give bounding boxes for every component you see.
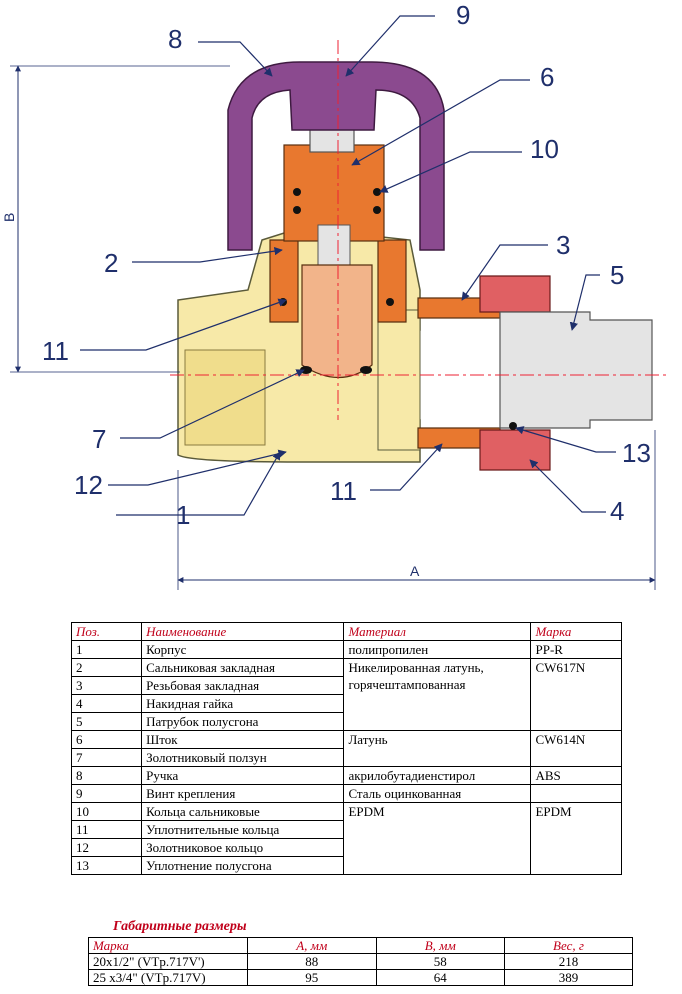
- callout-4: 4: [610, 496, 624, 526]
- callout-5: 5: [610, 260, 624, 290]
- grade-cell: PP-R: [530, 640, 622, 659]
- header-pos: Поз.: [70, 622, 143, 641]
- callout-8: 8: [168, 24, 182, 54]
- callout-11-bottom: 11: [330, 476, 357, 506]
- mark-cell: 25 x3/4" (VTp.717V): [88, 969, 248, 986]
- name-cell: Корпус: [141, 640, 345, 659]
- pos-cell: 11: [70, 820, 143, 839]
- table-row: 12 Золотниковое кольцо: [70, 838, 622, 857]
- pos-cell: 5: [70, 712, 143, 731]
- name-cell: Винт крепления: [141, 784, 345, 803]
- table-row: 8 Ручка акрилобутадиенстирол ABS: [70, 766, 622, 785]
- name-cell: Золотниковый ползун: [141, 748, 345, 767]
- spool-slide: [301, 264, 373, 378]
- header-weight: Вес, г: [504, 937, 633, 954]
- callout-2: 2: [104, 248, 118, 278]
- material-cell: полипропилен: [343, 640, 532, 659]
- dim-a-label: A: [410, 563, 420, 579]
- callout-3: 3: [556, 230, 570, 260]
- dimensions-table-header: Марка A, мм B, мм Вес, г: [88, 937, 633, 954]
- pos-cell: 8: [70, 766, 143, 785]
- grade-cell: ABS: [530, 766, 622, 785]
- a-cell: 88: [247, 953, 377, 970]
- pos-cell: 4: [70, 694, 143, 713]
- union-seal: [509, 422, 517, 430]
- callout-11-top: 11: [42, 336, 69, 366]
- union-tailpiece: [499, 311, 653, 429]
- dimensions-table: Марка A, мм B, мм Вес, г 20x1/2" (VTp.71…: [88, 937, 633, 986]
- mark-cell: 20x1/2" (VTp.717V'): [88, 953, 248, 970]
- leader-lines: [80, 15, 616, 516]
- b-cell: 58: [375, 953, 505, 970]
- material-cell: Сталь оцинкованная: [343, 784, 532, 803]
- weight-cell: 218: [504, 953, 633, 970]
- pos-cell: 7: [70, 748, 143, 767]
- grade-cell: EPDM: [530, 802, 622, 875]
- table-row: 2 Сальниковая закладная Никелированная л…: [70, 658, 622, 731]
- callout-6: 6: [540, 62, 554, 92]
- dimensions-title: Габаритные размеры: [113, 919, 247, 934]
- table-row: 7 Золотниковый ползун: [70, 748, 622, 767]
- callout-12: 12: [74, 470, 103, 500]
- grade-cell: CW614N: [530, 730, 622, 767]
- table-row: 25 x3/4" (VTp.717V) 95 64 389: [88, 969, 633, 986]
- table-row: 11 Уплотнительные кольца: [70, 820, 622, 839]
- material-cell: EPDM: [343, 802, 532, 875]
- grade-cell: [530, 784, 622, 803]
- name-cell: Резьбовая закладная: [141, 676, 345, 695]
- weight-cell: 389: [504, 969, 633, 986]
- table-row: 20x1/2" (VTp.717V') 88 58 218: [88, 953, 633, 970]
- valve-body-outlet: [377, 309, 421, 451]
- table-row: 1 Корпус полипропилен PP-R: [70, 640, 622, 659]
- name-cell: Ручка: [141, 766, 345, 785]
- table-row: 6 Шток Латунь CW614N: [70, 730, 622, 767]
- dim-b-label: B: [1, 213, 17, 222]
- table-row: 3 Резьбовая закладная: [70, 676, 622, 695]
- header-mark: Марка: [88, 937, 248, 954]
- name-cell: Шток: [141, 730, 345, 749]
- gland-rings: [293, 188, 381, 214]
- table-row: 10 Кольца сальниковые EPDM EPDM: [70, 802, 622, 875]
- valve-cross-section-diagram: B A 8 9 6 10 2 3 5 11 7 12 1 11 13 4: [1, 0, 670, 590]
- grade-cell: CW617N: [530, 658, 622, 731]
- callout-10: 10: [530, 134, 559, 164]
- header-grade: Марка: [530, 622, 622, 641]
- name-cell: Кольца сальниковые: [141, 802, 345, 821]
- body-bore: [184, 349, 266, 446]
- pos-cell: 2: [70, 658, 143, 677]
- header-material: Материал: [343, 622, 532, 641]
- parts-table-header: Поз. Наименование Материал Марка: [70, 622, 622, 641]
- name-cell: Уплотнение полусгона: [141, 856, 345, 875]
- material-cell: Никелированная латунь, горячештампованна…: [343, 658, 532, 731]
- callout-9: 9: [456, 0, 470, 30]
- material-cell: акрилобутадиенстирол: [343, 766, 532, 785]
- handle: [227, 61, 445, 251]
- table-row: 13 Уплотнение полусгона: [70, 856, 622, 875]
- a-cell: 95: [247, 969, 377, 986]
- pos-cell: 3: [70, 676, 143, 695]
- callout-1: 1: [176, 500, 190, 530]
- parts-table: Поз. Наименование Материал Марка 1 Корпу…: [70, 622, 622, 875]
- name-cell: Золотниковое кольцо: [141, 838, 345, 857]
- pos-cell: 10: [70, 802, 143, 821]
- pos-cell: 9: [70, 784, 143, 803]
- name-cell: Накидная гайка: [141, 694, 345, 713]
- pos-cell: 6: [70, 730, 143, 749]
- pos-cell: 12: [70, 838, 143, 857]
- header-a: A, мм: [247, 937, 377, 954]
- callout-13: 13: [622, 438, 651, 468]
- header-b: B, мм: [375, 937, 505, 954]
- material-cell: Латунь: [343, 730, 532, 767]
- threaded-insert: [417, 297, 501, 449]
- name-cell: Сальниковая закладная: [141, 658, 345, 677]
- b-cell: 64: [375, 969, 505, 986]
- name-cell: Уплотнительные кольца: [141, 820, 345, 839]
- name-cell: Патрубок полусгона: [141, 712, 345, 731]
- pos-cell: 1: [70, 640, 143, 659]
- table-row: 9 Винт крепления Сталь оцинкованная: [70, 784, 622, 803]
- callout-7: 7: [92, 424, 106, 454]
- stem-shaft: [317, 224, 351, 266]
- pos-cell: 13: [70, 856, 143, 875]
- header-name: Наименование: [141, 622, 345, 641]
